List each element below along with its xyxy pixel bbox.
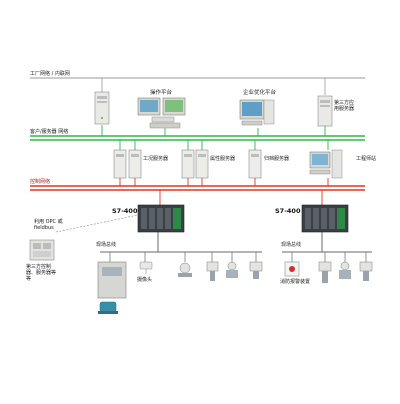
camera-device: [139, 261, 153, 274]
plc-right: [301, 204, 349, 233]
optimization-station: [239, 99, 275, 126]
third-party-app-label: 第三方应用服务器: [334, 100, 355, 112]
plc-left: [137, 204, 185, 233]
operator-station: [137, 97, 186, 129]
plc-right-label: S7-400: [275, 207, 301, 215]
server-pair-2: [181, 149, 209, 179]
operator-station-label: 操作平台: [150, 90, 173, 96]
transmitter-2: [249, 261, 263, 279]
fire-alarm-device: [284, 261, 300, 277]
server-pair-1: [113, 149, 142, 179]
optimization-station-label: 企业优化平台: [243, 90, 277, 96]
factory-network-label: 工厂网络 / 内联网: [30, 71, 70, 77]
valve-1: [226, 261, 238, 278]
opc-label: 利用 OPC 或 fieldbus: [34, 219, 63, 231]
third-party-device-label: 第三方控制器、服务器等等: [26, 264, 57, 282]
tower-server-top-left: [94, 91, 110, 125]
transmitter-4: [359, 261, 373, 281]
fire-alarm-label: 消防报警装置: [280, 279, 311, 285]
motor: [98, 301, 118, 314]
third-party-controller: [29, 239, 55, 261]
opc-link: [55, 214, 139, 233]
server-label-1: 工况服务器: [143, 156, 169, 162]
server-label-4: 工程师站: [356, 156, 377, 162]
fieldbus-right-label: 现场总线: [281, 242, 302, 248]
control-network-label: 控制网络: [30, 179, 51, 185]
valve-2: [339, 261, 351, 279]
camera-label: 摄像头: [137, 277, 153, 283]
client-server-network-label: 客户/服务器 网络: [30, 129, 69, 135]
transmitter-3: [318, 261, 332, 283]
server-single-3: [248, 149, 262, 179]
server-label-3: 归档服务器: [264, 156, 290, 162]
flow-meter-1: [178, 262, 192, 277]
plc-left-label: S7-400: [112, 207, 138, 215]
transmitter-1: [206, 261, 219, 281]
fieldbus-left-label: 现场总线: [96, 242, 117, 248]
tower-server-third-party: [317, 95, 333, 127]
server-label-2: 属性服务器: [210, 156, 236, 162]
engineering-station: [309, 149, 343, 179]
vfd-drive: [97, 261, 127, 299]
